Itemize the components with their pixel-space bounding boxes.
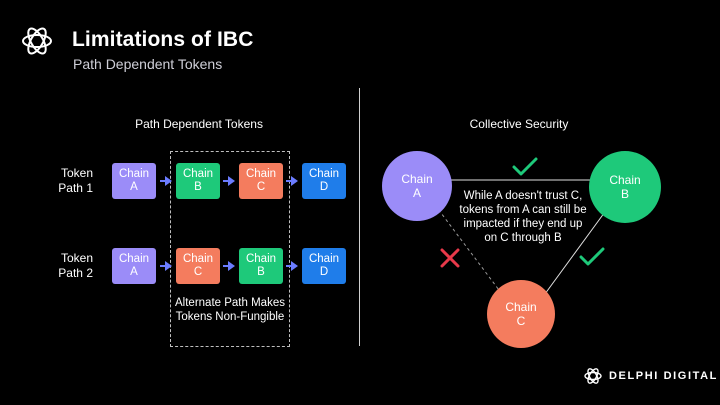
arrow-stem (286, 180, 291, 182)
check-icon (579, 247, 605, 266)
arrow-stem (286, 265, 291, 267)
cross-icon (440, 248, 460, 268)
chain-node-a: Chain A (382, 151, 452, 221)
chain-box-row2-d: Chain D (302, 248, 346, 284)
row-label-path-2: Token Path 2 (58, 251, 93, 280)
arrow-right-icon (291, 261, 298, 271)
arrow-right-icon (228, 261, 235, 271)
section-divider (359, 88, 360, 346)
page-title: Limitations of IBC (72, 28, 254, 51)
chain-box-row2-c: Chain C (176, 248, 220, 284)
check-icon (512, 157, 538, 176)
brand-footer: DELPHI DIGITAL (583, 366, 718, 386)
chain-box-row2-a: Chain A (112, 248, 156, 284)
chain-box-row2-b: Chain B (239, 248, 283, 284)
chain-box-row1-b: Chain B (176, 163, 220, 199)
security-graph-lines (434, 179, 611, 299)
edge-a-c (434, 204, 506, 299)
delphi-logo-icon (584, 368, 602, 384)
arrow-stem (160, 265, 165, 267)
alternate-path-region (170, 151, 290, 347)
arrow-stem (223, 180, 228, 182)
brand-name: DELPHI DIGITAL (609, 370, 718, 382)
edge-b-c (541, 204, 611, 299)
chain-box-row1-a: Chain A (112, 163, 156, 199)
arrow-stem (160, 180, 165, 182)
arrow-stem (223, 265, 228, 267)
chain-box-row1-c: Chain C (239, 163, 283, 199)
arrow-right-icon (228, 176, 235, 186)
collective-security-explanation: While A doesn't trust C, tokens from A c… (459, 190, 587, 244)
chain-node-c: Chain C (487, 280, 555, 348)
logo-icon (22, 27, 52, 55)
arrow-right-icon (291, 176, 298, 186)
page-subtitle: Path Dependent Tokens (73, 56, 223, 72)
row-label-path-1: Token Path 1 (58, 166, 93, 195)
right-section-title: Collective Security (469, 117, 569, 131)
arrow-right-icon (165, 176, 172, 186)
alternate-path-note: Alternate Path Makes Tokens Non-Fungible (175, 297, 285, 323)
left-section-title: Path Dependent Tokens (135, 117, 263, 131)
chain-node-b: Chain B (589, 151, 661, 223)
arrow-right-icon (165, 261, 172, 271)
chain-box-row1-d: Chain D (302, 163, 346, 199)
